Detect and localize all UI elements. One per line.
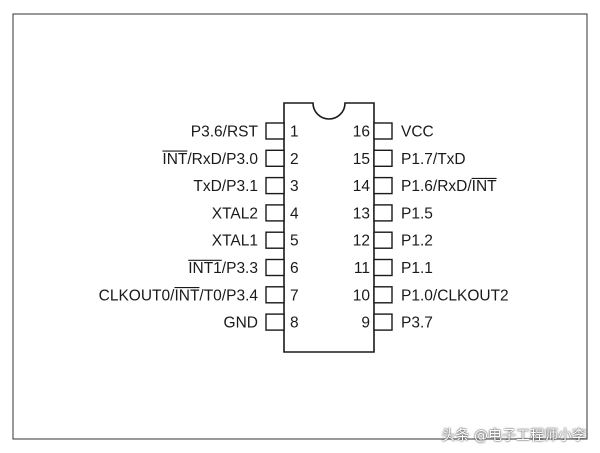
pin-1-pad bbox=[265, 122, 285, 140]
pin-3-label: TxD/P3.1 bbox=[193, 178, 258, 195]
pin-16-pad bbox=[373, 122, 393, 140]
pin-13-label: P1.5 bbox=[401, 205, 433, 222]
pin-2-label: INT/RxD/P3.0 bbox=[162, 151, 258, 168]
pin-7-label: CLKOUT0/INT/T0/P3.4 bbox=[99, 287, 259, 304]
pin-3-number: 3 bbox=[290, 178, 299, 195]
pin-12-pad bbox=[373, 231, 393, 249]
pin-5-label: XTAL1 bbox=[212, 233, 258, 250]
pin-2-pad bbox=[265, 149, 285, 168]
pin-16-label: VCC bbox=[401, 124, 434, 141]
pin-4-number: 4 bbox=[290, 205, 299, 222]
pin-11-number: 11 bbox=[354, 260, 370, 277]
pin-11-label: P1.1 bbox=[401, 260, 433, 277]
pin-5-number: 5 bbox=[290, 233, 299, 250]
pin-group: 1 P3.6/RST 2 INT/RxD/P3.0 3 TxD/P3.1 4 XTAL2 5 XT… bbox=[99, 122, 509, 332]
watermark: 头条 @电子工程师小李 bbox=[441, 428, 586, 444]
pin-10-pad bbox=[373, 286, 393, 304]
pin-15-pad bbox=[373, 149, 393, 168]
pin-13-pad bbox=[373, 204, 393, 222]
pin-1-label: P3.6/RST bbox=[191, 124, 259, 141]
pin-4-label: XTAL2 bbox=[212, 205, 258, 222]
pin-4-pad bbox=[265, 204, 285, 222]
pin-11-pad bbox=[373, 258, 393, 277]
pin-6-number: 6 bbox=[290, 260, 299, 277]
pin-16-number: 16 bbox=[353, 124, 370, 141]
ic-package-body bbox=[283, 102, 375, 353]
pin-14-number: 14 bbox=[353, 178, 371, 195]
pin-2-number: 2 bbox=[290, 151, 299, 168]
pin-9-label: P3.7 bbox=[401, 315, 433, 332]
pin-7-number: 7 bbox=[290, 287, 299, 304]
pin-7-pad bbox=[265, 286, 285, 304]
pin-8-pad bbox=[265, 313, 285, 331]
pin-14-pad bbox=[373, 176, 393, 195]
diagram-frame bbox=[12, 13, 588, 440]
pin-6-label: INT1/P3.3 bbox=[188, 260, 258, 277]
pin-10-label: P1.0/CLKOUT2 bbox=[401, 287, 509, 304]
pin-12-label: P1.2 bbox=[401, 233, 433, 250]
pin-15-number: 15 bbox=[353, 151, 370, 168]
pin-15-label: P1.7/TxD bbox=[401, 151, 466, 168]
pin-14-label: P1.6/RxD/INT bbox=[401, 178, 497, 195]
pin-13-number: 13 bbox=[353, 205, 370, 222]
pin-5-pad bbox=[265, 231, 285, 249]
pin-9-pad bbox=[373, 313, 393, 331]
pin-10-number: 10 bbox=[353, 287, 371, 304]
pin-6-pad bbox=[265, 258, 285, 277]
pin-8-number: 8 bbox=[290, 315, 299, 332]
pin-12-number: 12 bbox=[353, 233, 370, 250]
pin-3-pad bbox=[265, 176, 285, 195]
pin-9-number: 9 bbox=[361, 315, 370, 332]
pin-8-label: GND bbox=[224, 315, 258, 332]
pin-1-number: 1 bbox=[290, 124, 299, 141]
